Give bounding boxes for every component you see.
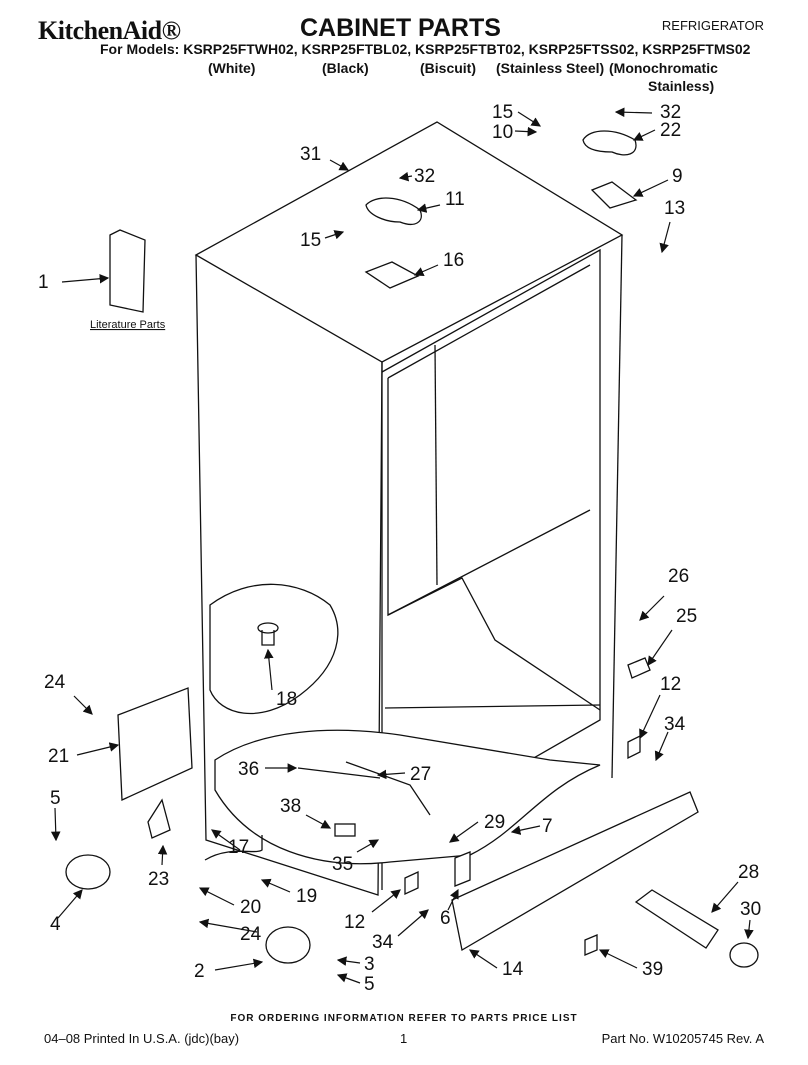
callout-30: 30 bbox=[740, 899, 761, 920]
ordering-note: FOR ORDERING INFORMATION REFER TO PARTS … bbox=[230, 1013, 578, 1024]
variant-black: (Black) bbox=[322, 60, 369, 76]
callout-27: 27 bbox=[410, 764, 431, 785]
callout-39: 39 bbox=[642, 959, 663, 980]
callout-2: 2 bbox=[194, 961, 205, 982]
callout-15-top: 15 bbox=[492, 102, 513, 123]
callout-6: 6 bbox=[440, 908, 451, 929]
appliance-category: REFRIGERATOR bbox=[661, 18, 764, 33]
callout-38: 38 bbox=[280, 796, 301, 817]
callout-12-bottom: 12 bbox=[344, 912, 365, 933]
print-info: 04–08 Printed In U.S.A. (jdc)(bay) bbox=[44, 1031, 240, 1046]
callout-19: 19 bbox=[296, 886, 317, 907]
variant-white: (White) bbox=[208, 60, 256, 76]
variant-stainless: (Stainless Steel) bbox=[496, 60, 605, 76]
callout-34-right: 34 bbox=[664, 714, 686, 735]
callout-16: 16 bbox=[443, 250, 464, 271]
part-number: Part No. W10205745 Rev. A bbox=[601, 1031, 764, 1046]
callout-20: 20 bbox=[240, 897, 261, 918]
page-title: CABINET PARTS bbox=[300, 14, 501, 42]
callout-13: 13 bbox=[664, 198, 685, 219]
callout-24-left: 24 bbox=[44, 672, 66, 693]
page-number: 1 bbox=[400, 1031, 408, 1046]
callout-34-bottom: 34 bbox=[372, 932, 394, 953]
callout-5-left: 5 bbox=[50, 788, 61, 809]
callout-31: 31 bbox=[300, 144, 321, 165]
callout-32-top: 32 bbox=[660, 102, 681, 123]
variant-biscuit: (Biscuit) bbox=[420, 60, 476, 76]
callout-29: 29 bbox=[484, 812, 505, 833]
callout-35: 35 bbox=[332, 854, 353, 875]
callout-12-right: 12 bbox=[660, 674, 681, 695]
callout-26: 26 bbox=[668, 566, 689, 587]
variant-monochromatic-cont: Stainless) bbox=[648, 78, 715, 94]
literature-parts-label: Literature Parts bbox=[90, 319, 166, 331]
callout-7: 7 bbox=[542, 816, 553, 837]
model-list: For Models: KSRP25FTWH02, KSRP25FTBL02, … bbox=[100, 41, 751, 57]
callout-25: 25 bbox=[676, 606, 697, 627]
callout-3: 3 bbox=[364, 954, 375, 975]
callout-36: 36 bbox=[238, 759, 259, 780]
brand-logo: KitchenAid® bbox=[38, 16, 181, 45]
callout-32-center: 32 bbox=[414, 166, 435, 187]
callout-10: 10 bbox=[492, 122, 513, 143]
callout-1: 1 bbox=[38, 272, 49, 293]
callout-21: 21 bbox=[48, 746, 69, 767]
callout-18: 18 bbox=[276, 689, 297, 710]
callout-4: 4 bbox=[50, 914, 61, 935]
callout-11: 11 bbox=[445, 189, 465, 210]
variant-monochromatic: (Monochromatic bbox=[609, 60, 718, 76]
callout-28: 28 bbox=[738, 862, 759, 883]
callout-22: 22 bbox=[660, 120, 681, 141]
callout-5-bottom: 5 bbox=[364, 974, 375, 995]
callout-14: 14 bbox=[502, 959, 524, 980]
callout-23: 23 bbox=[148, 869, 169, 890]
callout-17: 17 bbox=[228, 837, 249, 858]
callout-24-bottom: 24 bbox=[240, 924, 262, 945]
callout-9: 9 bbox=[672, 166, 683, 187]
callout-15-left: 15 bbox=[300, 230, 321, 251]
